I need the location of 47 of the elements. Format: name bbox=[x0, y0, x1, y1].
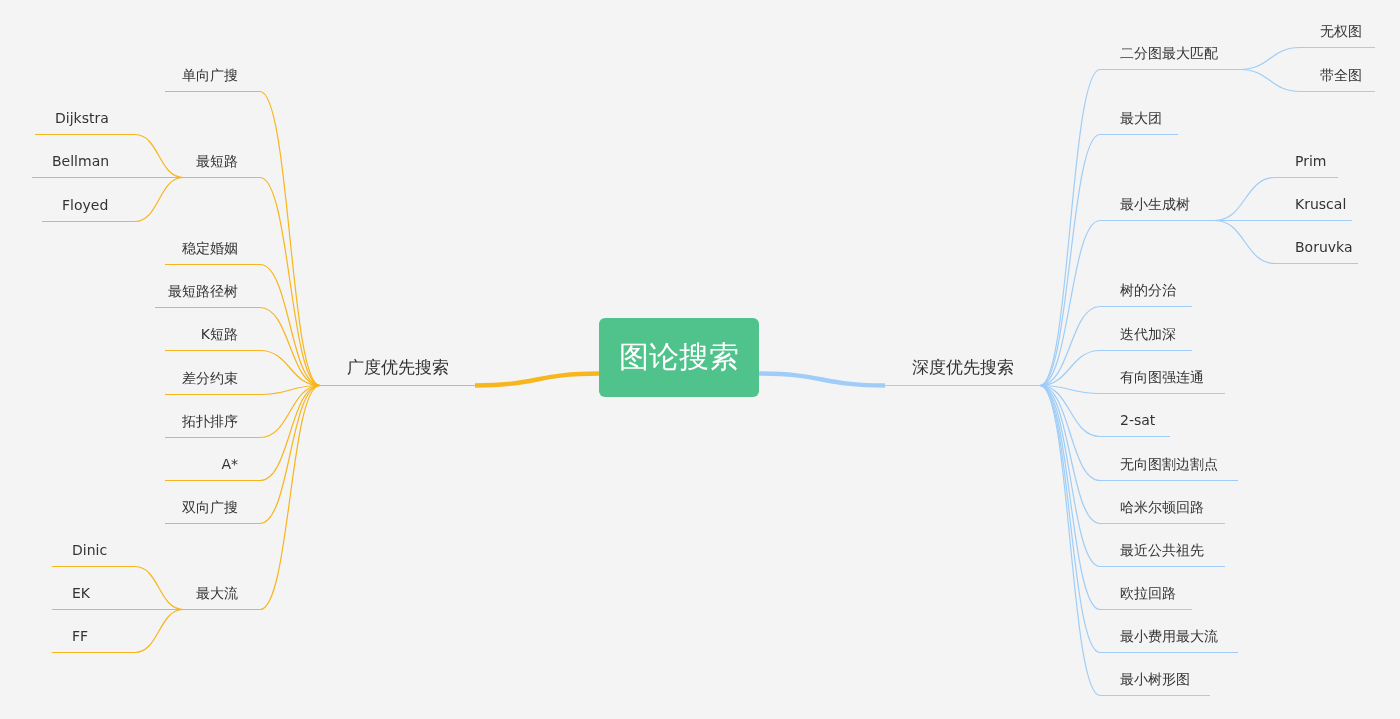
branch-label: 哈米尔顿回路 bbox=[1100, 498, 1225, 524]
branch-line bbox=[134, 176, 184, 223]
branch-line bbox=[1239, 68, 1301, 93]
branch-label: 双向广搜 bbox=[165, 498, 260, 524]
branch-label: 无权图 bbox=[1300, 22, 1375, 48]
branch-label: A* bbox=[165, 455, 260, 481]
branch-label: Kruscal bbox=[1275, 195, 1352, 221]
branch-line bbox=[134, 608, 184, 654]
branch-line bbox=[474, 371, 600, 388]
branch-label: 二分图最大匹配 bbox=[1100, 44, 1240, 70]
branch-label: K短路 bbox=[165, 325, 260, 351]
branch-label: 无向图割边割点 bbox=[1100, 455, 1238, 481]
branch-label: 最短路径树 bbox=[155, 282, 260, 308]
branch-label: 最短路 bbox=[183, 152, 260, 178]
branch-label: Dijkstra bbox=[35, 109, 135, 135]
branch-label: Boruvka bbox=[1275, 238, 1358, 264]
branch-label: Prim bbox=[1275, 152, 1338, 178]
branch-label: 差分约束 bbox=[165, 369, 260, 395]
branch-label: 拓扑排序 bbox=[165, 412, 260, 438]
branch-label: 广度优先搜索 bbox=[320, 357, 475, 386]
branch-line bbox=[259, 384, 321, 611]
branch-label: 单向广搜 bbox=[165, 66, 260, 92]
branch-label: 欧拉回路 bbox=[1100, 584, 1192, 610]
central-topic-box: 图论搜索 bbox=[599, 318, 759, 397]
branch-label: Bellman bbox=[32, 152, 135, 178]
branch-line bbox=[1214, 219, 1276, 265]
branch-label: 迭代加深 bbox=[1100, 325, 1192, 351]
branch-label: 深度优先搜索 bbox=[885, 357, 1040, 386]
branch-label: 带全图 bbox=[1300, 66, 1375, 92]
branch-label: 最大团 bbox=[1100, 109, 1178, 135]
branch-line bbox=[259, 306, 321, 387]
branch-line bbox=[758, 371, 886, 388]
branch-label: 最小费用最大流 bbox=[1100, 627, 1238, 653]
branch-line bbox=[1039, 305, 1101, 387]
branch-label: FF bbox=[52, 627, 135, 653]
branch-label: 稳定婚姻 bbox=[165, 239, 260, 265]
branch-line bbox=[259, 90, 321, 387]
branch-label: 树的分治 bbox=[1100, 281, 1192, 307]
branch-label: 2-sat bbox=[1100, 411, 1170, 437]
branch-label: 最近公共祖先 bbox=[1100, 541, 1225, 567]
branch-label: Dinic bbox=[52, 541, 135, 567]
branch-label: EK bbox=[52, 584, 135, 610]
branch-label: Floyed bbox=[42, 196, 135, 222]
branch-label: 最小生成树 bbox=[1100, 195, 1215, 221]
branch-label: 有向图强连通 bbox=[1100, 368, 1225, 394]
branch-label: 最小树形图 bbox=[1100, 670, 1210, 696]
branch-label: 最大流 bbox=[183, 584, 260, 610]
